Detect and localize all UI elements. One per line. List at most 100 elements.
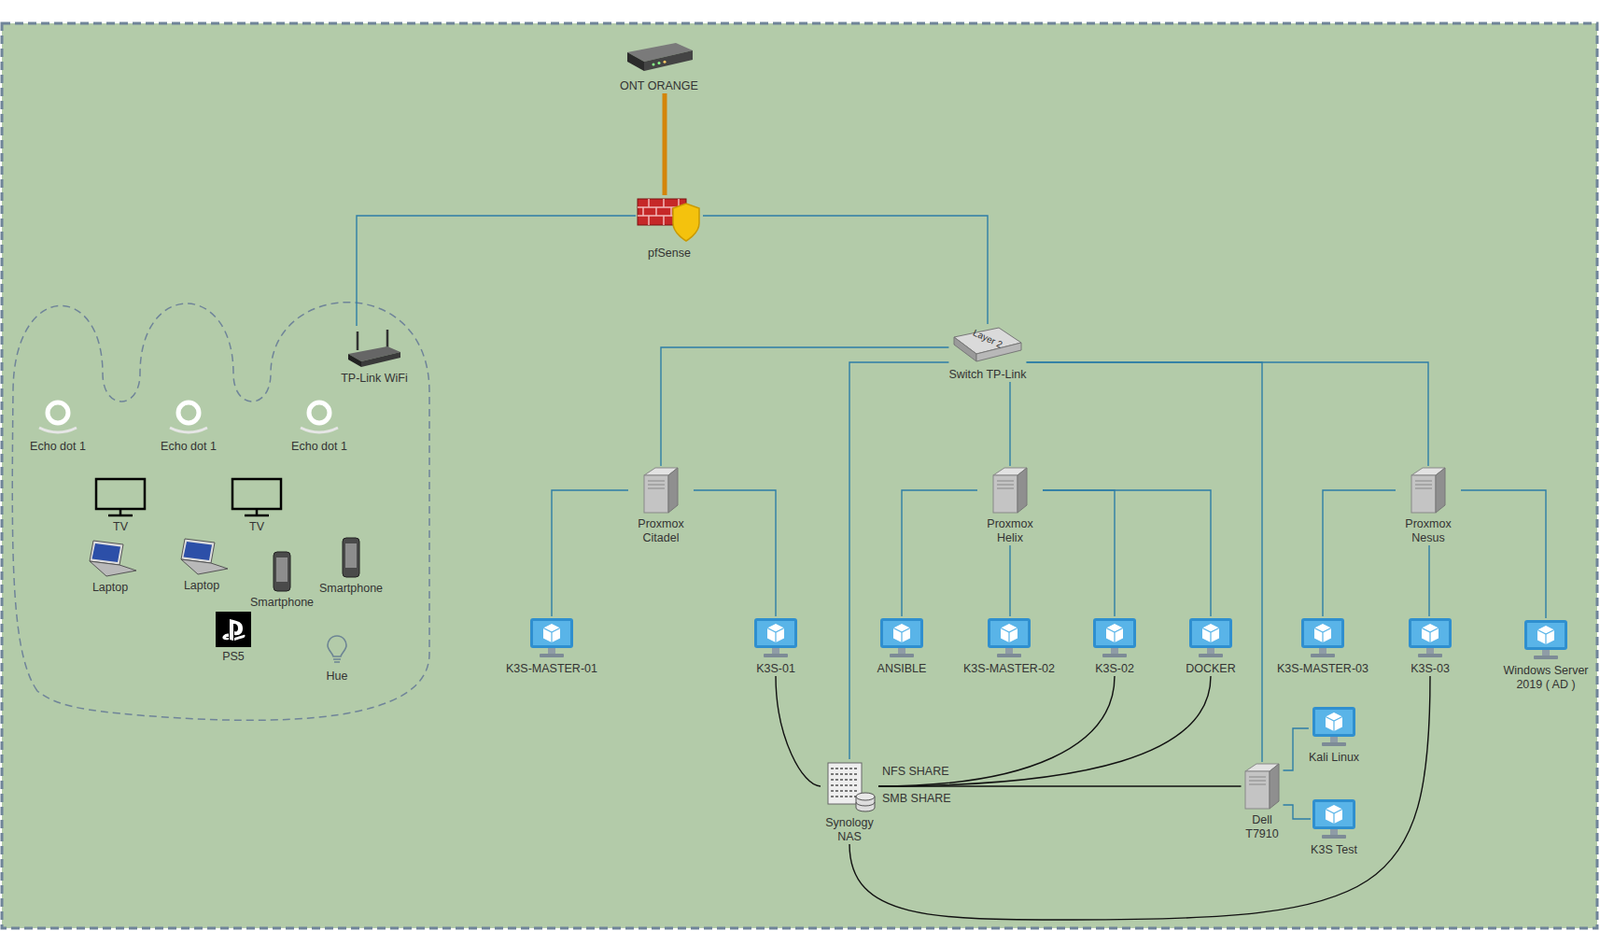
network-link [849, 675, 1431, 920]
device-icon [635, 195, 703, 244]
device-node: Echo dot 1 [160, 395, 217, 454]
network-link [551, 490, 629, 617]
network-link [1009, 545, 1011, 617]
device-node: DOCKER [1185, 616, 1236, 676]
device-label: K3S-01 [756, 661, 796, 676]
device-label: K3S Test [1310, 842, 1358, 857]
device-icon [294, 395, 344, 437]
device-label: TV [112, 519, 128, 534]
device-node: PS5 [215, 611, 252, 664]
device-label: Hue [326, 669, 349, 684]
device-icon [1299, 616, 1347, 660]
device-label: Dell T7910 [1241, 813, 1284, 842]
device-node: K3S-03 [1406, 616, 1454, 676]
network-link [1460, 490, 1546, 618]
device-label: TP-Link WiFi [340, 371, 408, 386]
device-node: K3S-MASTER-01 [505, 616, 598, 676]
device-node: K3S Test [1310, 797, 1358, 857]
device-icon [621, 35, 697, 77]
device-label: K3S-03 [1410, 661, 1450, 676]
device-node: Smartphone [250, 549, 314, 610]
device-icon [82, 538, 139, 578]
share-label: SMB SHARE [880, 791, 954, 806]
device-icon [270, 549, 294, 593]
device-node: TV [93, 476, 148, 534]
device-node: Laptop [82, 538, 139, 595]
network-link [1042, 490, 1211, 617]
device-label: ONT ORANGE [619, 79, 699, 94]
device-label: TV [249, 519, 265, 534]
device-icon [528, 616, 576, 660]
device-label: Echo dot 1 [291, 439, 348, 454]
device-icon [339, 535, 363, 579]
device-label: K3S-02 [1094, 661, 1135, 676]
device-label: Laptop [92, 580, 128, 595]
device-icon [878, 616, 926, 660]
device-label: Echo dot 1 [160, 439, 217, 454]
network-link [901, 490, 978, 617]
device-icon [1407, 465, 1449, 515]
device-label: DOCKER [1185, 661, 1236, 676]
device-label: ANSIBLE [877, 661, 927, 676]
network-link [1026, 362, 1429, 466]
device-node: Laptop [173, 536, 230, 593]
device-label: PS5 [222, 649, 245, 664]
device-label: K3S-MASTER-01 [505, 661, 598, 676]
device-label: Proxmox Helix [977, 517, 1043, 546]
device-node: ONT ORANGE [619, 35, 699, 94]
device-label: Switch TP-Link [948, 367, 1026, 382]
device-node: Kali Linux [1308, 704, 1360, 765]
device-icon [173, 536, 230, 576]
device-icon [1241, 761, 1283, 811]
device-icon [1522, 617, 1570, 661]
device-label: pfSense [647, 246, 691, 261]
device-icon [344, 325, 405, 369]
device-label: Proxmox Citadel [628, 517, 694, 546]
frame [1, 23, 1598, 928]
network-link [1042, 490, 1115, 617]
device-node: Dell T7910 [1241, 761, 1284, 842]
network-link [1026, 362, 1263, 762]
device-node: Proxmox Citadel [628, 465, 694, 546]
device-label: K3S-MASTER-03 [1277, 661, 1369, 676]
device-label: Smartphone [250, 595, 314, 610]
share-label: NFS SHARE [880, 764, 952, 779]
device-icon [324, 632, 350, 667]
device-icon [215, 611, 252, 647]
network-link [878, 675, 1211, 786]
device-label: Smartphone [319, 581, 383, 596]
network-link [849, 362, 949, 759]
device-node: Echo dot 1 [291, 395, 348, 454]
device-label: Echo dot 1 [29, 439, 86, 454]
network-link [702, 215, 988, 324]
device-icon [640, 465, 682, 515]
device-label: Kali Linux [1308, 750, 1360, 765]
device-icon [1187, 616, 1235, 660]
network-link [878, 675, 1115, 786]
device-node: pfSense [635, 195, 703, 261]
network-link [1009, 381, 1011, 466]
device-icon [985, 616, 1033, 660]
device-icon [164, 395, 213, 437]
device-node: Echo dot 1 [29, 395, 86, 454]
network-link [1283, 728, 1309, 771]
wireless-zone [12, 302, 430, 721]
device-node: Proxmox Helix [977, 465, 1043, 546]
device-node: K3S-02 [1091, 616, 1138, 676]
device-node: Smartphone [319, 535, 383, 596]
device-label: Windows Server 2019 ( AD ) [1499, 663, 1593, 692]
device-node: Hue [324, 632, 350, 684]
device-label: Proxmox Nesus [1395, 517, 1461, 546]
device-node: K3S-01 [752, 616, 800, 676]
network-link [662, 93, 668, 196]
network-link [660, 347, 949, 466]
network-link [878, 785, 1242, 786]
device-icon [1310, 704, 1358, 748]
device-node: Windows Server 2019 ( AD ) [1499, 617, 1593, 692]
network-link [1322, 490, 1396, 617]
device-node: K3S-MASTER-02 [963, 616, 1055, 676]
device-node: Proxmox Nesus [1395, 465, 1461, 546]
network-link [356, 215, 636, 326]
